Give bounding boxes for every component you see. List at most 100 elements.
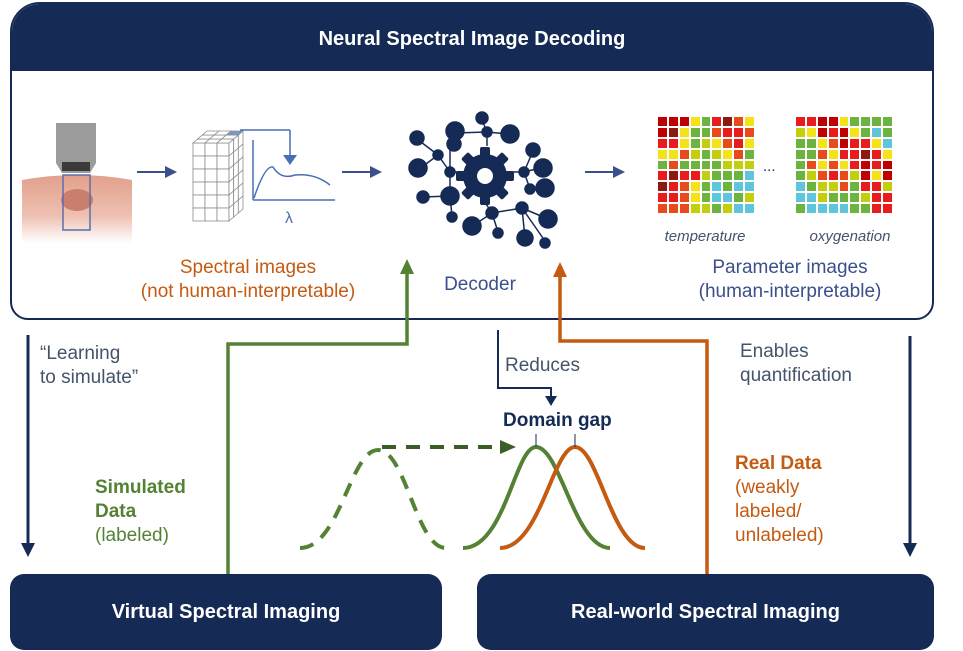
simulated-data-title-line2: Data <box>95 501 137 522</box>
heatmap-cell <box>712 117 722 126</box>
reduces-label: Reduces <box>505 355 580 376</box>
panel-header <box>12 4 932 71</box>
heatmap-cell <box>817 193 827 203</box>
heatmap-cell <box>817 160 827 170</box>
heatmap-cell <box>701 127 711 137</box>
heatmap-cell <box>668 182 678 192</box>
heatmap-cell <box>723 160 733 170</box>
heatmap-cell <box>701 138 711 148</box>
heatmap-cell <box>723 193 733 203</box>
gear-icon <box>456 147 514 205</box>
parameter-images-title: Parameter images <box>712 257 868 278</box>
reduces-arrow <box>497 330 557 406</box>
heatmap-cell <box>850 160 860 170</box>
heatmap-cell <box>679 193 689 203</box>
heatmap-cell <box>806 117 816 126</box>
heatmap-cell <box>839 138 849 148</box>
oxygenation-heatmap <box>796 117 892 213</box>
heatmap-cell <box>839 149 849 159</box>
heatmap-cell <box>796 193 805 203</box>
heatmap-cell <box>850 182 860 192</box>
heatmap-cell <box>883 127 892 137</box>
heatmap-cell <box>658 127 667 137</box>
heatmap-cell <box>712 127 722 137</box>
heatmap-cell <box>679 149 689 159</box>
heatmap-cell <box>658 117 667 126</box>
heatmap-cell <box>723 204 733 213</box>
heatmap-cell <box>872 204 882 213</box>
heatmap-cell <box>734 204 744 213</box>
heatmap-cell <box>668 117 678 126</box>
heatmap-cell <box>734 127 744 137</box>
heatmap-cell <box>745 204 754 213</box>
heatmap-cell <box>828 117 838 126</box>
heatmap-cell <box>817 138 827 148</box>
lesion-icon <box>61 189 93 211</box>
real-data-label: Real Data (weakly labeled/ unlabeled) <box>735 452 824 548</box>
heatmap-cell <box>668 193 678 203</box>
temperature-heatmap <box>658 117 754 213</box>
heatmap-cell <box>723 117 733 126</box>
real-data-note-line2: labeled/ <box>735 501 802 522</box>
heatmap-cell <box>796 171 805 181</box>
heatmap-cell <box>701 149 711 159</box>
heatmap-cell <box>828 204 838 213</box>
heatmap-cell <box>668 149 678 159</box>
heatmap-cell <box>839 182 849 192</box>
heatmap-cell <box>701 117 711 126</box>
enables-quantification-label: Enables quantification <box>740 340 852 388</box>
heatmap-cell <box>883 117 892 126</box>
heatmap-cell <box>861 182 871 192</box>
heatmap-cell <box>658 171 667 181</box>
arrow-right-icon <box>585 166 625 178</box>
heatmap-cell <box>734 182 744 192</box>
heatmap-cell <box>861 117 871 126</box>
heatmap-cell <box>679 138 689 148</box>
real-data-note-line1: (weakly <box>735 477 800 498</box>
heatmap-cell <box>872 160 882 170</box>
heatmap-cell <box>817 127 827 137</box>
heatmap-cell <box>796 182 805 192</box>
heatmap-cell <box>872 117 882 126</box>
heatmap-cell <box>861 171 871 181</box>
heatmap-cell <box>796 138 805 148</box>
heatmap-cell <box>712 149 722 159</box>
heatmap-cell <box>712 193 722 203</box>
heatmap-cell <box>690 127 700 137</box>
learning-to-simulate-label: “Learning to simulate” <box>40 342 138 390</box>
heatmap-cell <box>745 127 754 137</box>
heatmap-cell <box>734 171 744 181</box>
heatmap-cell <box>668 127 678 137</box>
domain-shift-arrow <box>382 440 516 454</box>
heatmap-cell <box>806 138 816 148</box>
heatmap-cell <box>828 149 838 159</box>
heatmap-cell <box>850 171 860 181</box>
heatmap-cell <box>806 149 816 159</box>
heatmap-cell <box>658 204 667 213</box>
heatmap-cell <box>701 204 711 213</box>
heatmap-cell <box>745 171 754 181</box>
tissue-probe-illustration <box>22 123 132 243</box>
real-data-flow-arrow <box>553 262 709 574</box>
heatmap-cell <box>701 182 711 192</box>
spectral-cube-illustration: λ <box>191 129 335 227</box>
heatmap-cell <box>850 149 860 159</box>
heatmap-cell <box>839 171 849 181</box>
arrow-right-icon <box>137 166 177 178</box>
domain-gap-label: Domain gap <box>503 410 612 431</box>
heatmap-cell <box>712 160 722 170</box>
enables-quantification-line2: quantification <box>740 365 852 386</box>
spectral-images-note: (not human-interpretable) <box>140 281 356 302</box>
real-data-title: Real Data <box>735 453 822 474</box>
heatmap-cell <box>734 138 744 148</box>
heatmap-cell <box>701 171 711 181</box>
learning-to-simulate-arrow <box>21 335 35 557</box>
heatmap-cell <box>690 138 700 148</box>
heatmap-cell <box>850 193 860 203</box>
heatmap-cell <box>817 171 827 181</box>
heatmap-cell <box>872 149 882 159</box>
ellipsis: ... <box>763 158 776 175</box>
heatmap-cell <box>658 149 667 159</box>
spectrum-plot-icon <box>240 129 335 201</box>
heatmap-cell <box>850 127 860 137</box>
